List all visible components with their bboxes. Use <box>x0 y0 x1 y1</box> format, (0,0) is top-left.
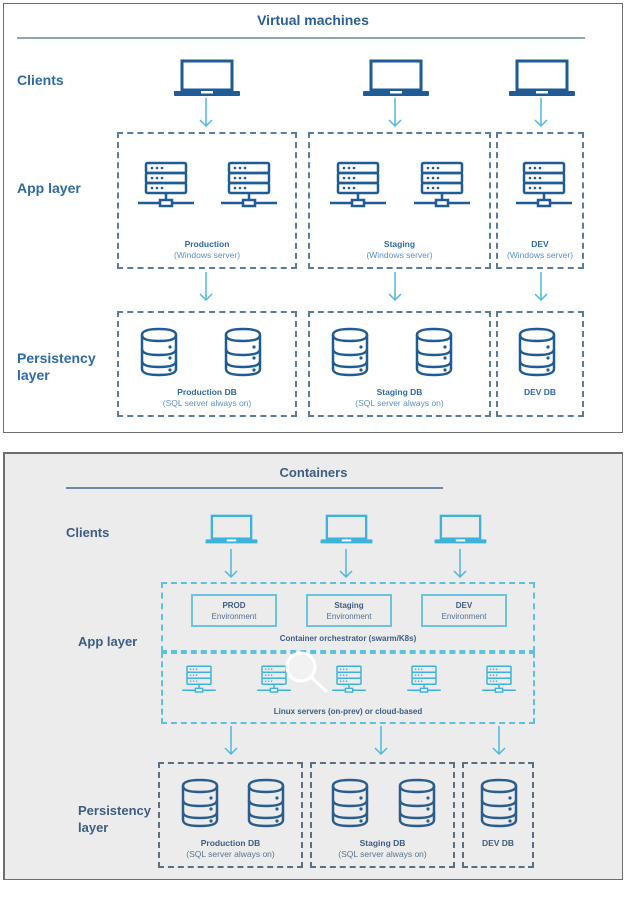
ct-client-3 <box>433 514 488 551</box>
ct-row-label-persistency: Persistency layer <box>78 803 151 835</box>
arrow-down-icon <box>534 98 548 133</box>
group-name: Staging DB <box>359 838 406 848</box>
magnifier-icon <box>285 651 329 694</box>
vm-app-group-production: Production (Windows server) <box>117 132 297 269</box>
server-icon <box>331 665 367 700</box>
env-prod: PROD Environment <box>191 594 277 627</box>
arrow-down-icon <box>374 726 388 761</box>
env-name: Staging <box>334 601 364 610</box>
ct-client-2 <box>319 514 374 551</box>
database-icon <box>330 778 370 833</box>
vm-title-rule <box>17 37 585 39</box>
group-name: DEV DB <box>481 838 515 848</box>
vm-row-label-persistency: Persistency layer <box>17 350 96 383</box>
group-name: Production DB <box>200 838 261 848</box>
group-sub: (SQL server always on) <box>355 398 444 408</box>
linux-servers-label: Linux servers (on-prev) or cloud-based <box>273 707 423 716</box>
vm-title: Virtual machines <box>257 12 369 28</box>
virtual-machines-panel: Virtual machines Clients App layer Persi… <box>3 3 623 433</box>
server-icon <box>181 665 217 700</box>
vm-row-label-app: App layer <box>17 180 81 196</box>
env-staging: Staging Environment <box>306 594 392 627</box>
server-icon <box>136 161 196 216</box>
containers-panel: Containers Clients App layer Persistency… <box>3 452 623 880</box>
arrow-down-icon <box>453 549 467 584</box>
database-icon <box>479 778 519 833</box>
orchestrator-label: Container orchestrator (swarm/K8s) <box>279 634 417 643</box>
database-icon <box>223 327 263 382</box>
vm-db-group-dev: DEV DB <box>496 311 584 417</box>
env-sub: Environment <box>211 612 257 621</box>
vm-client-3 <box>507 59 577 104</box>
env-sub: Environment <box>441 612 487 621</box>
arrow-down-icon <box>534 272 548 307</box>
vm-app-group-staging: Staging (Windows server) <box>308 132 491 269</box>
vm-app-group-dev: DEV (Windows server) <box>496 132 584 269</box>
database-icon <box>414 327 454 382</box>
arrow-down-icon <box>224 726 238 761</box>
vm-db-group-staging: Staging DB (SQL server always on) <box>308 311 491 417</box>
group-sub: (Windows server) <box>506 250 574 260</box>
group-name: Staging DB <box>376 387 423 397</box>
group-name: Production DB <box>177 387 237 397</box>
ct-row-label-app: App layer <box>78 634 138 649</box>
database-icon <box>246 778 286 833</box>
vm-db-group-production: Production DB (SQL server always on) <box>117 311 297 417</box>
group-name: Production <box>184 239 230 249</box>
arrow-down-icon <box>224 549 238 584</box>
group-name: Staging <box>383 239 416 249</box>
env-name: DEV <box>455 601 473 610</box>
group-sub: (SQL server always on) <box>162 398 252 408</box>
group-sub: (SQL server always on) <box>338 849 427 859</box>
database-icon <box>180 778 220 833</box>
env-name: PROD <box>222 601 246 610</box>
ct-title-rule <box>66 487 443 489</box>
group-sub: (Windows server) <box>366 250 433 260</box>
group-name: DEV DB <box>523 387 557 397</box>
database-icon <box>397 778 437 833</box>
vm-row-label-clients: Clients <box>17 72 64 88</box>
server-icon <box>481 665 517 700</box>
server-icon <box>219 161 279 216</box>
server-icon <box>328 161 388 216</box>
group-sub: (SQL server always on) <box>186 849 275 859</box>
server-icon <box>406 665 442 700</box>
vm-client-2 <box>361 59 431 104</box>
server-icon <box>412 161 472 216</box>
database-icon <box>139 327 179 382</box>
ct-db-group-production: Production DB (SQL server always on) <box>158 762 303 868</box>
database-icon <box>330 327 370 382</box>
ct-db-group-dev: DEV DB <box>462 762 534 868</box>
ct-row-label-clients: Clients <box>66 525 110 540</box>
container-orchestrator-box: PROD Environment Staging Environment DEV… <box>161 582 535 652</box>
ct-title: Containers <box>279 465 348 480</box>
ct-db-group-staging: Staging DB (SQL server always on) <box>310 762 455 868</box>
ct-client-1 <box>204 514 259 551</box>
arrow-down-icon <box>388 272 402 307</box>
vm-client-1 <box>172 59 242 104</box>
arrow-down-icon <box>339 549 353 584</box>
group-sub: (Windows server) <box>173 250 241 260</box>
database-icon <box>517 327 557 382</box>
arrow-down-icon <box>199 272 213 307</box>
group-name: DEV <box>531 239 549 249</box>
env-dev: DEV Environment <box>421 594 507 627</box>
arrow-down-icon <box>388 98 402 133</box>
env-sub: Environment <box>326 612 372 621</box>
linux-servers-box: Linux servers (on-prev) or cloud-based <box>161 652 535 724</box>
arrow-down-icon <box>492 726 506 761</box>
arrow-down-icon <box>199 98 213 133</box>
server-icon <box>514 161 574 216</box>
